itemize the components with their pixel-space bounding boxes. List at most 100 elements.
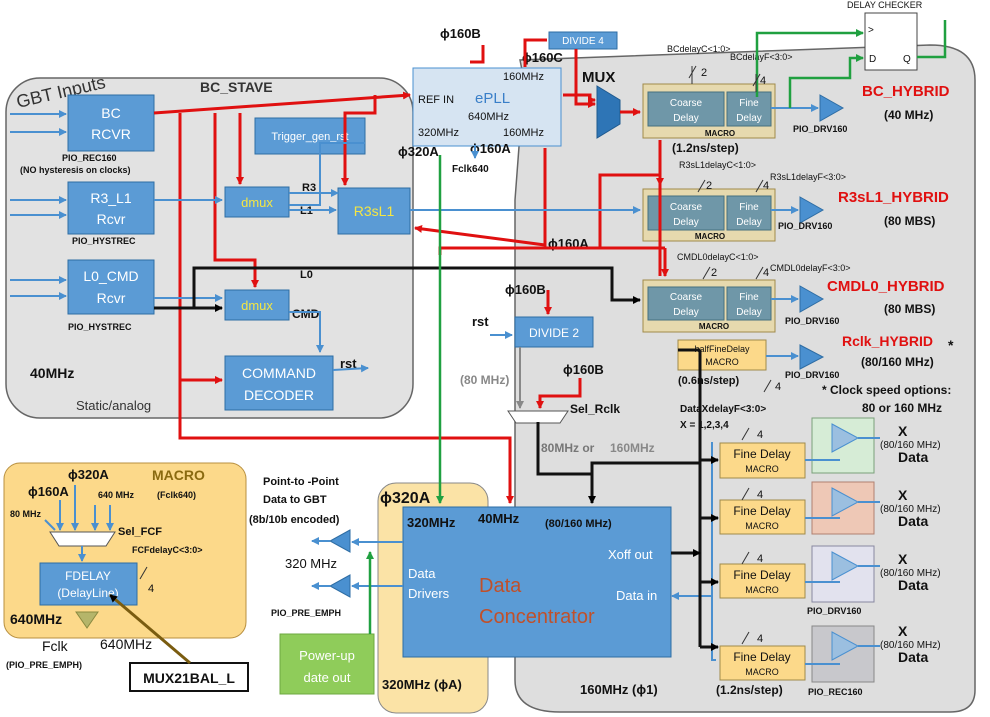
r3sl1-delayc: R3sL1delayC<1:0> bbox=[679, 160, 756, 170]
powerup-line2: date out bbox=[304, 670, 351, 685]
data1-x: X bbox=[898, 423, 908, 439]
dc-xoff-out: Xoff out bbox=[608, 547, 653, 562]
black-signal-lines bbox=[154, 266, 719, 651]
data2-rate: (80/160 MHz) bbox=[880, 504, 941, 515]
clock-speed-note-line1: * Clock speed options: bbox=[822, 383, 951, 397]
static-analog-label: Static/analog bbox=[76, 398, 151, 413]
delay-checker-title: DELAY CHECKER bbox=[847, 0, 923, 10]
epll-out-160-bottom: 160MHz bbox=[503, 127, 544, 139]
sel-rclk-mux bbox=[507, 410, 569, 424]
data3-rate: (80/160 MHz) bbox=[880, 568, 941, 579]
powerup-line1: Power-up bbox=[299, 648, 355, 663]
gbt-out-title3: (8b/10b encoded) bbox=[249, 514, 340, 526]
r3sl1-driver bbox=[799, 196, 825, 224]
sel-rclk-label: Sel_Rclk bbox=[570, 402, 620, 416]
dc-drivers-line1: Data bbox=[408, 566, 436, 581]
blue-signal-lines bbox=[154, 104, 880, 665]
data2-macro: MACRO bbox=[745, 521, 779, 531]
delay-checker-block: > D Q bbox=[864, 12, 918, 71]
r3sl1-bits-c: 2 bbox=[706, 180, 712, 192]
clock-speed-note-line2: 80 or 160 MHz bbox=[862, 401, 942, 415]
command-decoder-line2: DECODER bbox=[244, 387, 314, 403]
data1-bits: 4 bbox=[757, 429, 763, 441]
divide2-label: DIVIDE 2 bbox=[529, 326, 579, 340]
data1-rate: (80/160 MHz) bbox=[880, 440, 941, 451]
cmdl0-delayc: CMDL0delayC<1:0> bbox=[677, 252, 759, 262]
fdelay-freq-640-big: 640MHz bbox=[10, 611, 62, 627]
data-delay-label: DataXdelayF<3:0> bbox=[680, 404, 766, 415]
cmdl0-hybrid-rate: (80 MBS) bbox=[884, 302, 935, 316]
epll-out-160-top: 160MHz bbox=[503, 71, 544, 83]
bit-slashes bbox=[139, 65, 772, 645]
data4-macro: MACRO bbox=[745, 667, 779, 677]
rclk-bits: 4 bbox=[775, 381, 781, 393]
dc-freq-40: 40MHz bbox=[478, 511, 520, 526]
red-clock-lines bbox=[153, 38, 669, 504]
data-channel-2: Fine Delay MACRO 4 bbox=[719, 481, 875, 535]
data2-fine: Fine Delay bbox=[733, 504, 790, 518]
gbt-out-title1: Point-to -Point bbox=[263, 476, 339, 488]
l0-label: L0 bbox=[300, 269, 313, 281]
epll-title: ePLL bbox=[475, 90, 510, 107]
data1-driver bbox=[831, 423, 860, 453]
freq-320a-label: 320MHz (ϕA) bbox=[382, 677, 462, 692]
bc-bits-c: 2 bbox=[701, 67, 707, 79]
data4-fine: Fine Delay bbox=[733, 650, 790, 664]
mux-shape bbox=[596, 85, 621, 139]
input-arrows bbox=[10, 110, 67, 300]
freq-80-160-tail: 160MHz bbox=[610, 441, 655, 455]
rclk-step: (0.6ns/step) bbox=[678, 375, 739, 387]
gbt-driver-1 bbox=[328, 529, 351, 553]
cmd-label: CMD bbox=[292, 307, 320, 321]
r3sl1-hybrid-rate: (80 MBS) bbox=[884, 214, 935, 228]
epll-ref-in: REF IN bbox=[418, 94, 454, 106]
dc-drivers-line2: Drivers bbox=[408, 586, 450, 601]
dmux-top-label: dmux bbox=[241, 195, 273, 210]
bc-rcvr-line1: BC bbox=[101, 105, 120, 121]
cmdl0-bits-f: 4 bbox=[763, 267, 769, 279]
fdelay-line1: FDELAY bbox=[65, 569, 111, 583]
bc-delayf: BCdelayF<3:0> bbox=[730, 52, 793, 62]
bc-fine-line1: Fine bbox=[739, 98, 759, 109]
data3-driver bbox=[831, 551, 860, 581]
rclk-pio: PIO_DRV160 bbox=[785, 370, 839, 380]
data4-rate: (80/160 MHz) bbox=[880, 640, 941, 651]
command-decoder-line1: COMMAND bbox=[242, 365, 316, 381]
l0cmd-rcvr: L0_CMD Rcvr bbox=[67, 259, 155, 315]
bc-driver bbox=[819, 94, 845, 122]
mux21bal-box: MUX21BAL_L bbox=[129, 662, 249, 692]
cmdl0-coarse-line1: Coarse bbox=[670, 292, 703, 303]
bc-coarse-line1: Coarse bbox=[670, 98, 703, 109]
r3l1-rcvr: R3_L1 Rcvr bbox=[67, 181, 155, 235]
bc-rcvr-line2: RCVR bbox=[91, 126, 131, 142]
r3sl1-fine-line1: Fine bbox=[739, 202, 759, 213]
cmdl0-coarse-line2: Delay bbox=[673, 307, 699, 318]
fdelay-phi320a: ϕ320A bbox=[68, 467, 109, 482]
cmdl0-fine-line1: Fine bbox=[739, 292, 759, 303]
data2-data: Data bbox=[898, 513, 929, 529]
dc-freq-320: 320MHz bbox=[407, 515, 456, 530]
fdelay-lines bbox=[44, 485, 114, 562]
bc-rcvr-note: (NO hysteresis on clocks) bbox=[20, 165, 131, 175]
fdelay-block: FDELAY (DelayLine) bbox=[39, 562, 138, 606]
data4-bits: 4 bbox=[757, 633, 763, 645]
delay-checker-d: D bbox=[869, 54, 876, 65]
fdelay-phi160a: ϕ160A bbox=[28, 484, 69, 499]
bc-macro: MACRO bbox=[705, 129, 735, 138]
r3-label: R3 bbox=[302, 182, 316, 194]
fdelay-fclk: Fclk bbox=[42, 638, 69, 654]
data2-x: X bbox=[898, 487, 908, 503]
fdelay-macro-title: MACRO bbox=[152, 467, 205, 483]
data-concentrator-block: 320MHz 40MHz (80/160 MHz) Data Drivers D… bbox=[402, 506, 672, 658]
data3-x: X bbox=[898, 551, 908, 567]
fdelay-freq-80: 80 MHz bbox=[10, 509, 42, 519]
cmdl0-delayf: CMDL0delayF<3:0> bbox=[770, 263, 851, 273]
fdelay-freq-640: 640 MHz bbox=[98, 490, 135, 500]
data1-data: Data bbox=[898, 449, 929, 465]
divide2-rst: rst bbox=[472, 314, 489, 329]
rclk-driver bbox=[799, 344, 825, 370]
fdelay-line2: (DelayLine) bbox=[57, 586, 118, 600]
r3sl1-coarse-line2: Delay bbox=[673, 217, 699, 228]
fdelay-fclk640: (Fclk640) bbox=[157, 490, 196, 500]
